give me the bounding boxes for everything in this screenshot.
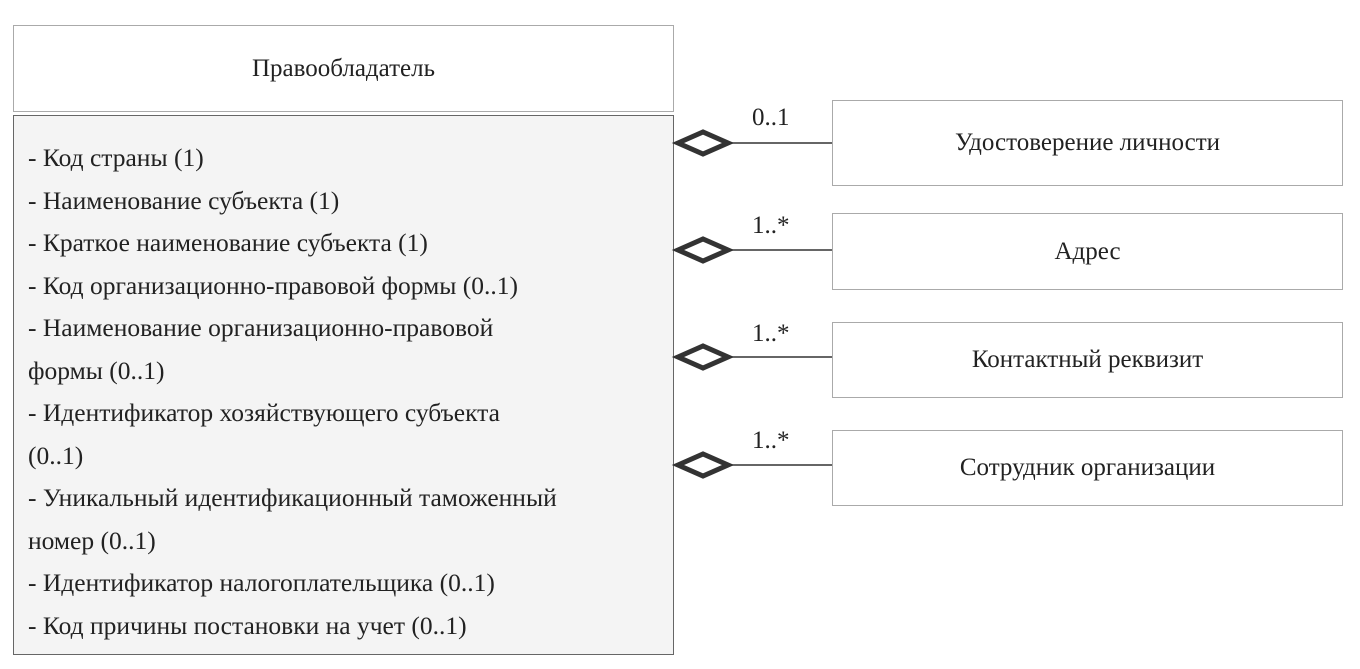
attribute: - Код организационно-правовой формы (0..… — [28, 270, 518, 300]
attribute: - Наименование субъекта (1) — [28, 185, 340, 215]
class-name: Контактный реквизит — [971, 346, 1204, 373]
aggregation-diamond-icon — [671, 129, 735, 157]
attribute: - Краткое наименование субъекта (1) — [28, 228, 428, 257]
attribute: - Наименование организационно-правовой — [28, 313, 494, 342]
class-name: Правообладатель — [251, 54, 436, 82]
class-attributes-box: - Код страны (1) - Наименование субъекта… — [13, 115, 674, 655]
multiplicity-label: 1..* — [752, 320, 790, 347]
aggregation-diamond-icon — [671, 236, 735, 264]
attribute: номер (0..1) — [28, 525, 156, 555]
attribute: (0..1) — [28, 440, 84, 470]
attribute: - Идентификатор хозяйствующего субъекта — [28, 398, 500, 427]
class-name: Адрес — [1054, 237, 1121, 265]
multiplicity-label: 1..* — [752, 427, 790, 454]
attribute: - Идентификатор налогоплательщика (0..1) — [28, 568, 495, 597]
class-box-employee: Сотрудник организации — [832, 430, 1343, 506]
class-name: Удостоверение личности — [954, 129, 1220, 156]
class-box-contact-details: Контактный реквизит — [832, 322, 1343, 398]
multiplicity-label: 0..1 — [752, 104, 790, 131]
class-name: Сотрудник организации — [959, 454, 1216, 481]
attribute: - Код страны (1) — [28, 143, 204, 172]
attribute: формы (0..1) — [28, 355, 165, 385]
attribute: - Уникальный идентификационный таможенны… — [28, 483, 557, 512]
class-box-identity-document: Удостоверение личности — [832, 100, 1343, 186]
multiplicity-label: 1..* — [752, 212, 790, 239]
aggregation-diamond-icon — [671, 343, 735, 371]
attribute: - Код причины постановки на учет (0..1) — [28, 610, 467, 640]
aggregation-diamond-icon — [671, 451, 735, 479]
class-name-box: Правообладатель — [13, 25, 674, 112]
class-box-address: Адрес — [832, 213, 1343, 290]
